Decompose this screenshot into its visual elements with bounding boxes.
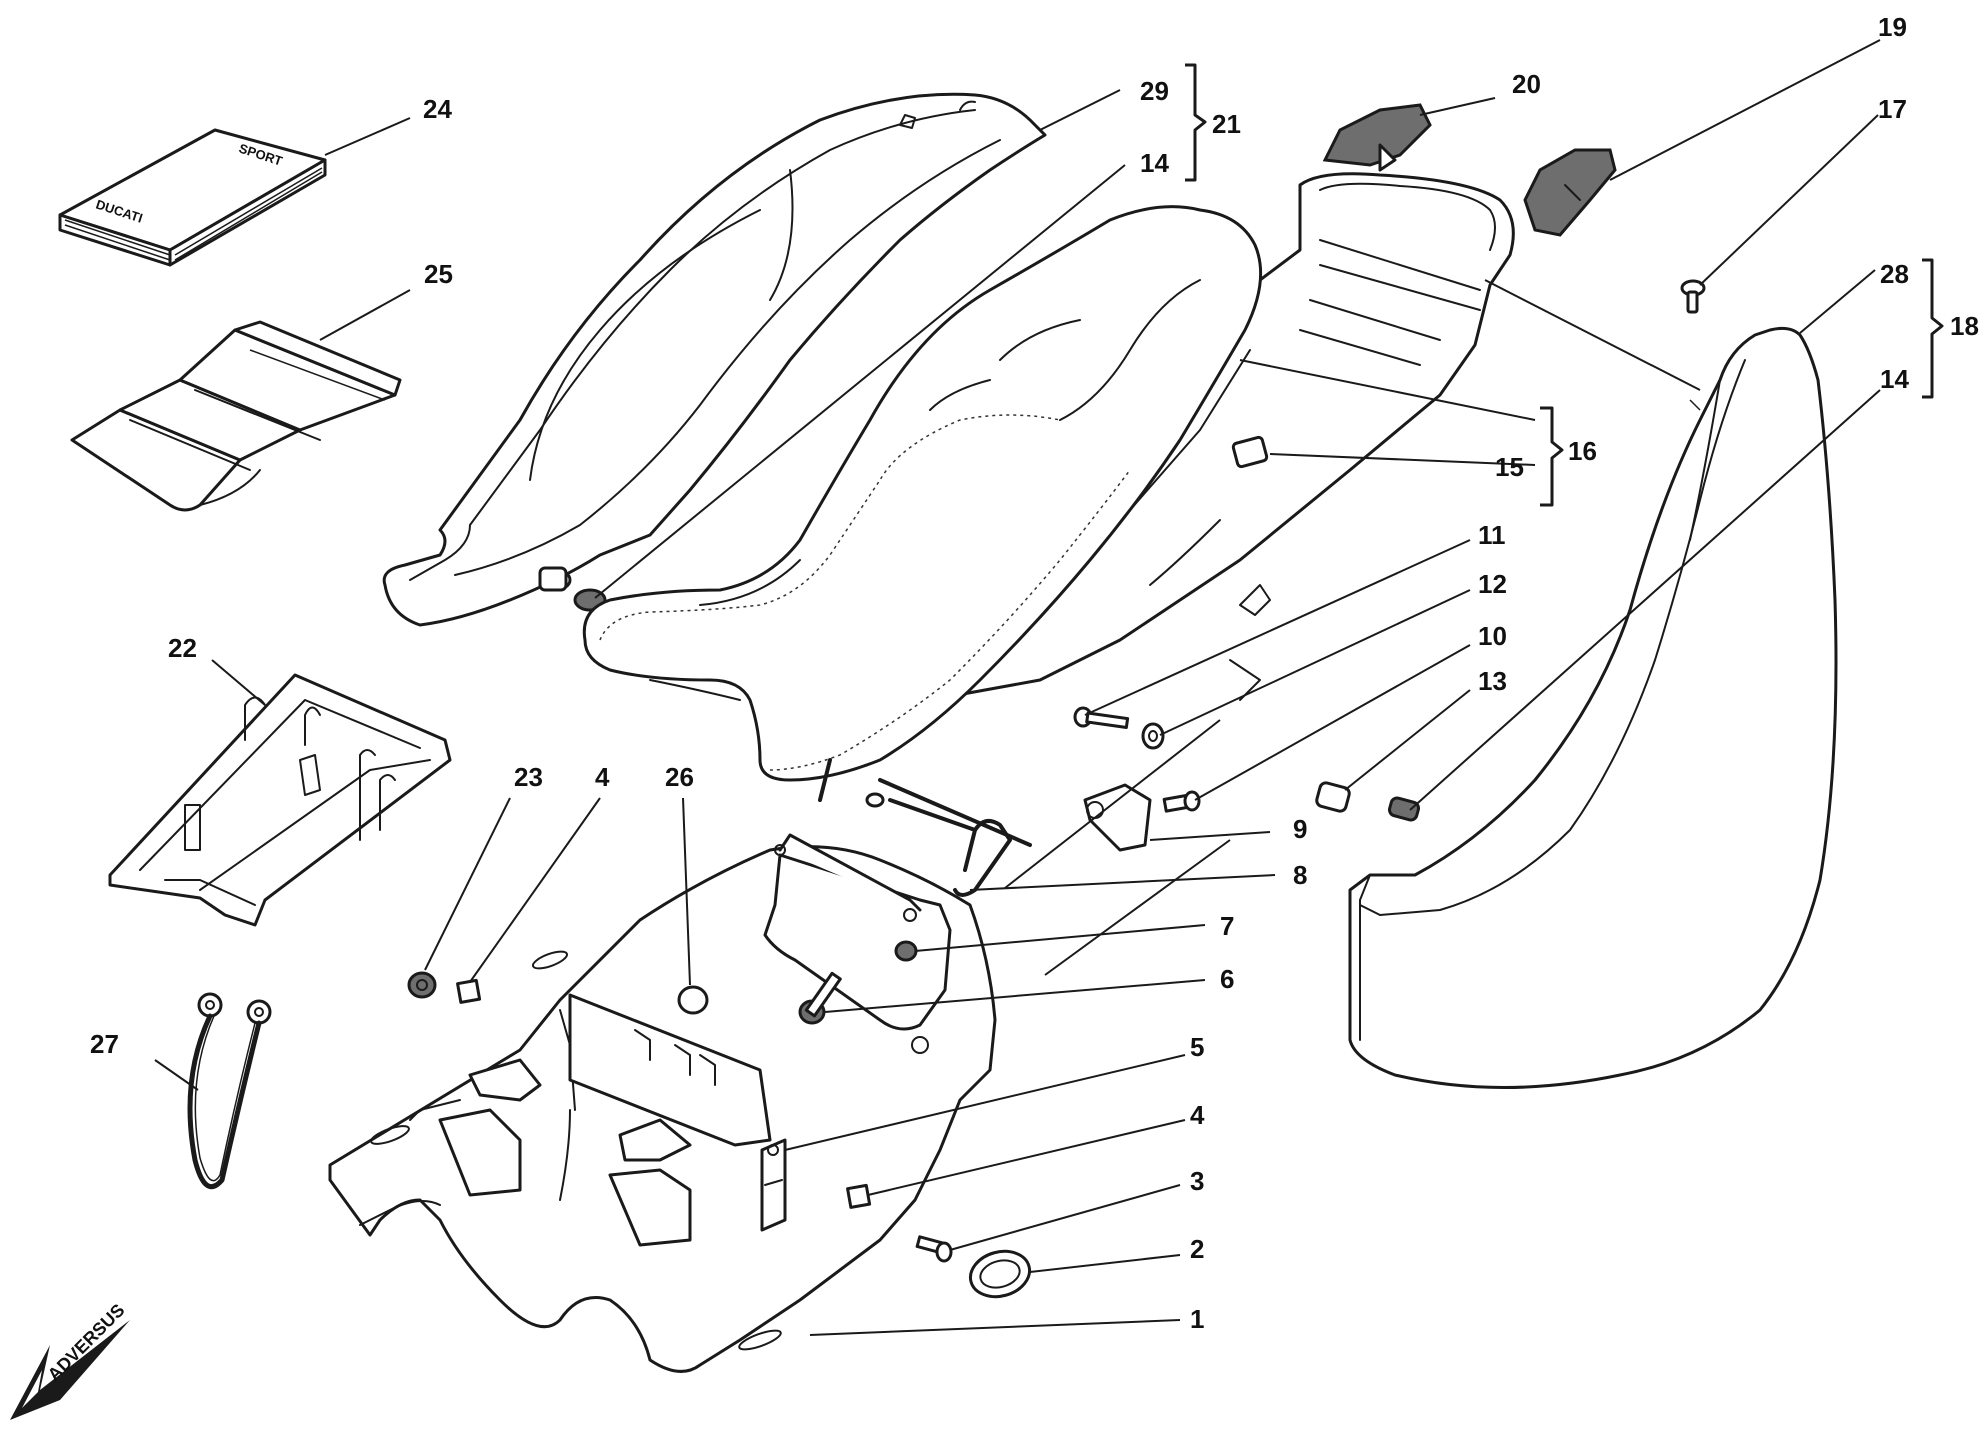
callout-4-upper: 4 bbox=[595, 762, 610, 792]
part-1-rear-undertray[interactable] bbox=[328, 833, 997, 1373]
part-13-spacer[interactable] bbox=[1315, 781, 1351, 813]
callout-21: 21 bbox=[1212, 109, 1241, 139]
part-20-pad[interactable] bbox=[1322, 103, 1432, 172]
callout-24: 24 bbox=[423, 94, 452, 124]
callout-7: 7 bbox=[1220, 911, 1234, 941]
callout-22: 22 bbox=[168, 633, 197, 663]
part-24-owners-manual[interactable]: DUCATI SPORT bbox=[58, 128, 327, 267]
callout-19: 19 bbox=[1878, 12, 1907, 42]
callout-3: 3 bbox=[1190, 1166, 1204, 1196]
part-3-screw[interactable] bbox=[915, 1235, 953, 1263]
part-27-ground-strap[interactable] bbox=[187, 992, 272, 1190]
callout-28: 28 bbox=[1880, 259, 1909, 289]
callout-27: 27 bbox=[90, 1029, 119, 1059]
braces bbox=[1185, 63, 1944, 507]
brand-mark: ADVERSUS bbox=[44, 1300, 129, 1385]
adversus-logo: ADVERSUS bbox=[10, 1300, 130, 1420]
part-12-washer[interactable] bbox=[1141, 722, 1165, 750]
callout-12: 12 bbox=[1478, 569, 1507, 599]
part-6-bolt[interactable] bbox=[798, 971, 842, 1025]
part-25-seat-cover[interactable] bbox=[70, 320, 402, 512]
part-22-under-seat-tray[interactable] bbox=[108, 673, 452, 927]
part-21-seat-cowl[interactable] bbox=[382, 92, 1047, 627]
brace-21 bbox=[1185, 63, 1207, 182]
part-26-plug[interactable] bbox=[677, 985, 709, 1015]
part-4-clip-b[interactable] bbox=[846, 1183, 872, 1209]
part-10-bolt[interactable] bbox=[1162, 790, 1201, 813]
part-23-nut[interactable] bbox=[407, 971, 437, 999]
callout-10: 10 bbox=[1478, 621, 1507, 651]
part-11-bolt[interactable] bbox=[1073, 706, 1130, 729]
callout-1: 1 bbox=[1190, 1304, 1204, 1334]
part-7-washer[interactable] bbox=[894, 940, 918, 962]
callout-13: 13 bbox=[1478, 666, 1507, 696]
callout-26: 26 bbox=[665, 762, 694, 792]
callout-5: 5 bbox=[1190, 1032, 1204, 1062]
callout-6: 6 bbox=[1220, 964, 1234, 994]
callout-2: 2 bbox=[1190, 1234, 1204, 1264]
callout-15: 15 bbox=[1495, 452, 1524, 482]
callout-29: 29 bbox=[1140, 76, 1169, 106]
part-14-bush[interactable] bbox=[1387, 796, 1421, 822]
callout-4-lower: 4 bbox=[1190, 1100, 1205, 1130]
callout-20: 20 bbox=[1512, 69, 1541, 99]
callout-18: 18 bbox=[1950, 311, 1979, 341]
leader-lines bbox=[154, 39, 1881, 1336]
brace-16 bbox=[1540, 406, 1564, 507]
callout-25: 25 bbox=[424, 259, 453, 289]
part-19-pad[interactable] bbox=[1523, 148, 1617, 237]
callout-8: 8 bbox=[1293, 860, 1307, 890]
callout-23: 23 bbox=[514, 762, 543, 792]
callout-14-right: 14 bbox=[1880, 364, 1909, 394]
part-28-side-panel[interactable] bbox=[1348, 326, 1838, 1089]
part-5-bracket[interactable] bbox=[760, 1138, 787, 1232]
callout-11: 11 bbox=[1478, 520, 1506, 550]
seat[interactable] bbox=[582, 205, 1263, 847]
callout-17: 17 bbox=[1878, 94, 1907, 124]
part-17-screw[interactable] bbox=[1680, 279, 1706, 314]
callout-9: 9 bbox=[1293, 814, 1307, 844]
brace-18 bbox=[1922, 258, 1944, 399]
callout-16: 16 bbox=[1568, 436, 1597, 466]
part-2-grommet[interactable] bbox=[965, 1245, 1034, 1303]
part-4-clip-a[interactable] bbox=[456, 978, 482, 1004]
callouts: 24 25 22 27 29 14 21 20 19 17 28 18 14 1… bbox=[90, 12, 1979, 1334]
callout-14-top: 14 bbox=[1140, 148, 1169, 178]
